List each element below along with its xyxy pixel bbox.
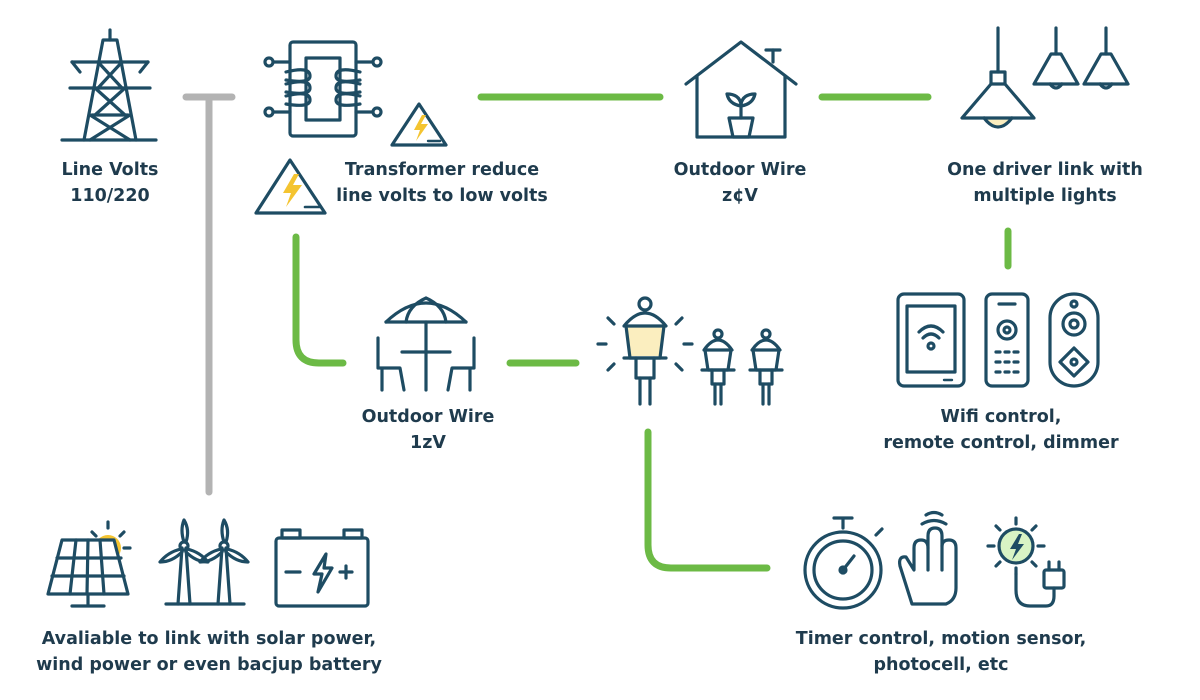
warning-triangle-icon <box>254 158 327 215</box>
motion-sensor-hand-icon <box>898 510 958 606</box>
patio-umbrella-icon <box>376 296 476 392</box>
connector-lanterns-sensors <box>644 428 771 572</box>
label-line-volts: Line Volts 110/220 <box>61 160 159 206</box>
warning-triangle-icon <box>390 102 448 147</box>
label-alternative-power: Avaliable to link with solar power, wind… <box>36 629 382 675</box>
connectors <box>182 93 1012 572</box>
transmission-tower-icon <box>60 28 158 142</box>
label-transformer: Transformer reduce line volts to low vol… <box>336 160 548 206</box>
battery-icon <box>274 528 370 608</box>
lantern-icon <box>700 328 736 406</box>
label-multiple-lights: One driver link with multiple lights <box>947 160 1143 206</box>
lantern-icon <box>748 328 784 406</box>
label-sensors: Timer control, motion sensor, photocell,… <box>795 629 1087 675</box>
connector-transformer-patio <box>292 233 347 367</box>
connector-alternative-power <box>182 93 236 496</box>
label-controls: Wifi control, remote control, dimmer <box>883 407 1119 453</box>
lantern-icon <box>596 296 694 406</box>
house-icon <box>684 40 798 139</box>
dimmer-remote-icon <box>1048 292 1100 388</box>
wind-turbine-icon <box>158 518 250 606</box>
transformer-icon <box>263 40 383 138</box>
photocell-sun-icon <box>986 516 1066 608</box>
remote-control-icon <box>984 292 1030 388</box>
label-outdoor-wire-patio: Outdoor Wire 1zV <box>361 407 495 453</box>
stopwatch-icon <box>803 516 884 610</box>
pendant-lights-icon <box>960 26 1130 129</box>
tablet-wifi-icon <box>896 292 966 388</box>
solar-panel-icon <box>46 520 132 608</box>
label-outdoor-wire-house: Outdoor Wire z¢V <box>673 160 807 206</box>
